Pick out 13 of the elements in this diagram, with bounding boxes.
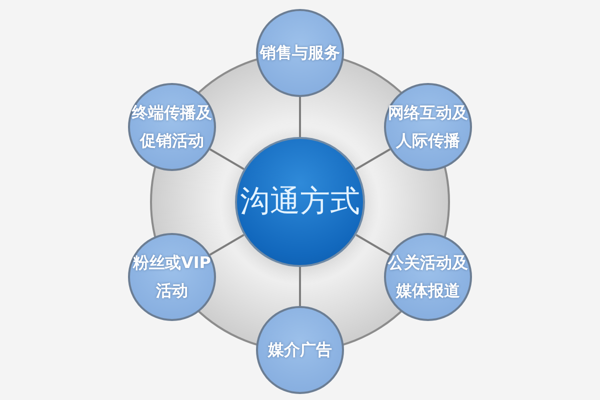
circle-label: 沟通方式 [239,184,361,220]
connector-line [356,234,391,256]
connector-line [356,148,391,170]
connector-line [299,267,301,306]
connector-line [209,234,244,256]
circle-label: 销售与服务 [258,42,341,64]
connector-line [299,97,301,137]
circle-label: 网络互动及人际传播 [387,102,469,152]
circle-label: 终端传播及促销活动 [130,102,213,152]
circle-label: 公关活动及媒体报道 [386,252,469,302]
circle-label: 粉丝或VIP活动 [132,252,212,302]
connector-line [209,148,244,170]
circle-label: 媒介广告 [266,339,333,361]
